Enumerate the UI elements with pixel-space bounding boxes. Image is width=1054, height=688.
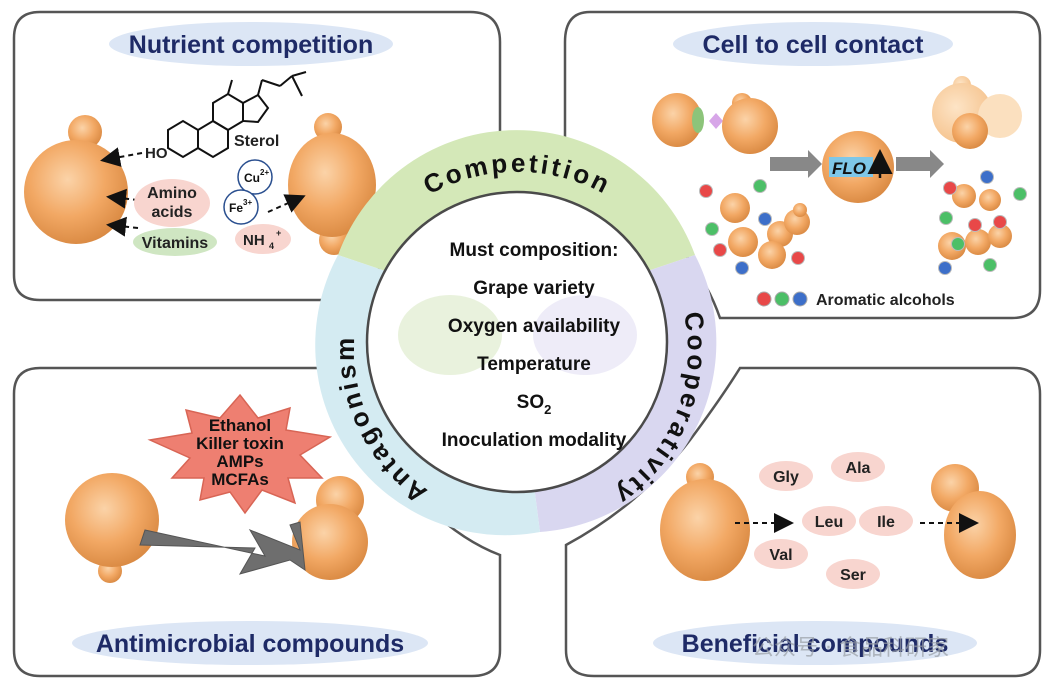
cu-ion: Cu 2+ <box>237 159 273 195</box>
aromatic-alcohol-dot <box>993 215 1007 229</box>
aromatic-alcohol-dot <box>983 258 997 272</box>
toxin-item: Killer toxin <box>196 434 284 453</box>
sterol-structure-icon <box>167 71 307 159</box>
center-disc <box>365 190 669 494</box>
svg-text:3+: 3+ <box>243 198 252 207</box>
yeast-cell-small <box>988 224 1012 248</box>
nutrient-title: Nutrient competition <box>129 31 373 59</box>
antimicrobial-title: Antimicrobial compounds <box>96 630 404 658</box>
amino-uptake-arrow <box>106 188 139 209</box>
amino-acid-bubble <box>831 452 885 482</box>
lightning-bolt-icon <box>139 521 306 575</box>
amino-acid-bubble <box>754 539 808 569</box>
aromatic-alcohol-dot <box>980 170 994 184</box>
aromatic-alcohol-dot <box>713 243 727 257</box>
yeast-bud-small <box>793 203 807 217</box>
flo-label: FLO <box>832 159 866 178</box>
amino-acid-bubble <box>826 559 880 589</box>
vitamin-uptake-arrow <box>106 216 139 237</box>
must-composition-heading: Must composition: <box>450 240 619 261</box>
aromatic-legend: Aromatic alcohols <box>756 291 955 309</box>
beneficial-title: Beneficial compounds <box>682 630 949 658</box>
contact-pair-cells <box>652 93 778 154</box>
svg-text:+: + <box>276 228 281 238</box>
arrow-from-flo <box>896 150 944 178</box>
toxin-item: AMPs <box>216 452 263 471</box>
must-item: Grape variety <box>473 278 595 299</box>
aromatic-alcohol-dot <box>753 179 767 193</box>
flocculated-cells <box>932 76 1022 149</box>
target-yeast-cell <box>292 476 368 580</box>
aromatic-alcohol-dot <box>1013 187 1027 201</box>
aromatic-alcohol-dot <box>943 181 957 195</box>
contact-scatter-group <box>699 170 1027 275</box>
svg-text:acids: acids <box>152 204 193 221</box>
aromatic-alcohol-dot <box>938 261 952 275</box>
amino-acid-bubble <box>802 506 856 536</box>
aromatic-alcohol-dot <box>939 211 953 225</box>
yeast-cell-small <box>758 241 786 269</box>
nutrient-title-pill: Nutrient competition <box>109 22 393 66</box>
svg-text:Cu: Cu <box>244 171 260 185</box>
toxin-item: MCFAs <box>211 470 269 489</box>
center-ring <box>315 130 717 536</box>
amino-acids-bubble: Amino acids <box>134 179 210 227</box>
contact-title-pill: Cell to cell contact <box>673 22 953 66</box>
amino-acid-label: Leu <box>815 514 843 531</box>
aromatic-alcohol-dot <box>758 212 772 226</box>
ho-label: HO <box>145 145 168 162</box>
must-item: Inoculation modality <box>442 430 627 451</box>
contact-title: Cell to cell contact <box>703 31 925 59</box>
yeast-cell-small <box>965 229 991 255</box>
must-item: Temperature <box>477 354 591 375</box>
producer-yeast-cell <box>660 463 750 581</box>
arrow-to-flo <box>770 150 822 178</box>
amino-acid-label: Ser <box>840 567 866 584</box>
must-item: Oxygen availability <box>448 316 621 337</box>
so2-subscript: 2 <box>544 402 551 417</box>
toxin-item: Ethanol <box>209 416 271 435</box>
yeast-cell-small <box>952 184 976 208</box>
fe-ion: Fe 3+ <box>223 189 259 225</box>
killer-yeast-cell <box>65 473 159 583</box>
svg-text:4: 4 <box>269 241 274 251</box>
amino-acid-label: Gly <box>773 469 799 486</box>
amino-acid-label: Val <box>769 547 792 564</box>
vitamins-bubble: Vitamins <box>133 228 217 256</box>
aromatic-alcohol-dot <box>951 237 965 251</box>
yeast-cell-small <box>979 189 1001 211</box>
aromatic-alcohol-dot <box>791 251 805 265</box>
beneficial-title-pill: Beneficial compounds <box>653 621 977 665</box>
yeast-cell-small <box>728 227 758 257</box>
aromatic-alcohol-dot <box>699 184 713 198</box>
amino-acid-label: Ile <box>877 514 895 531</box>
ion-uptake-arrow <box>267 194 306 213</box>
nh4-bubble: NH 4 + <box>235 224 291 254</box>
svg-text:NH: NH <box>243 232 265 249</box>
yeast-cell-small <box>720 193 750 223</box>
sterol-label: Sterol <box>234 133 279 150</box>
svg-text:Vitamins: Vitamins <box>142 235 209 252</box>
aromatic-alcohol-dot <box>735 261 749 275</box>
toxin-starburst <box>147 393 333 515</box>
amino-acid-label: Ala <box>846 460 871 477</box>
sterol-uptake-arrow <box>100 147 143 167</box>
aromatic-alcohol-dot <box>968 218 982 232</box>
svg-text:Fe: Fe <box>229 201 243 215</box>
aromatic-alcohol-dot <box>705 222 719 236</box>
amino-acid-bubble <box>859 506 913 536</box>
svg-text:2+: 2+ <box>260 168 269 177</box>
amino-acid-bubble <box>759 461 813 491</box>
aromatic-label: Aromatic alcohols <box>816 292 955 309</box>
watermark: 公众号 · 食品科研家 <box>752 636 949 661</box>
antimicrobial-title-pill: Antimicrobial compounds <box>72 621 428 665</box>
svg-text:Amino: Amino <box>147 185 197 202</box>
flo-cell: FLO <box>822 131 894 203</box>
